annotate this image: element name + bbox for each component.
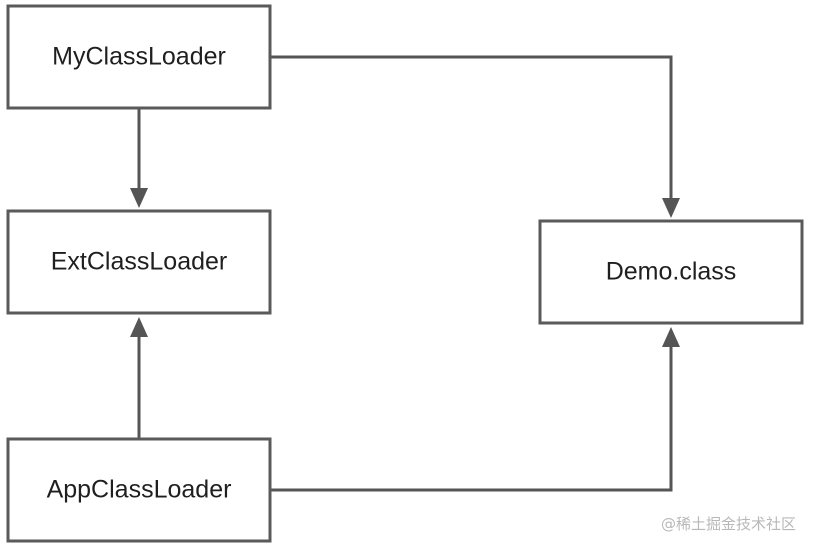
node-democlass: Demo.class — [538, 219, 804, 325]
edge-appclassloader-to-extclassloader — [130, 317, 148, 438]
arrow-up-icon — [130, 317, 148, 337]
node-appclassloader: AppClassLoader — [6, 437, 272, 543]
node-label-appclassloader: AppClassLoader — [47, 476, 232, 504]
edge-appclassloader-to-democlass — [271, 327, 680, 492]
arrow-down-icon — [662, 198, 680, 218]
node-label-extclassloader: ExtClassLoader — [51, 248, 227, 276]
edge-myclassloader-to-democlass — [271, 55, 680, 218]
arrow-down-icon — [130, 188, 148, 208]
watermark-text: @稀土掘金技术社区 — [660, 515, 796, 533]
node-label-myclassloader: MyClassLoader — [52, 43, 226, 71]
node-label-democlass: Demo.class — [606, 258, 737, 286]
arrow-up-icon — [662, 327, 680, 347]
node-myclassloader: MyClassLoader — [6, 4, 272, 110]
edge-myclassloader-to-extclassloader — [130, 109, 148, 208]
node-extclassloader: ExtClassLoader — [6, 209, 272, 315]
